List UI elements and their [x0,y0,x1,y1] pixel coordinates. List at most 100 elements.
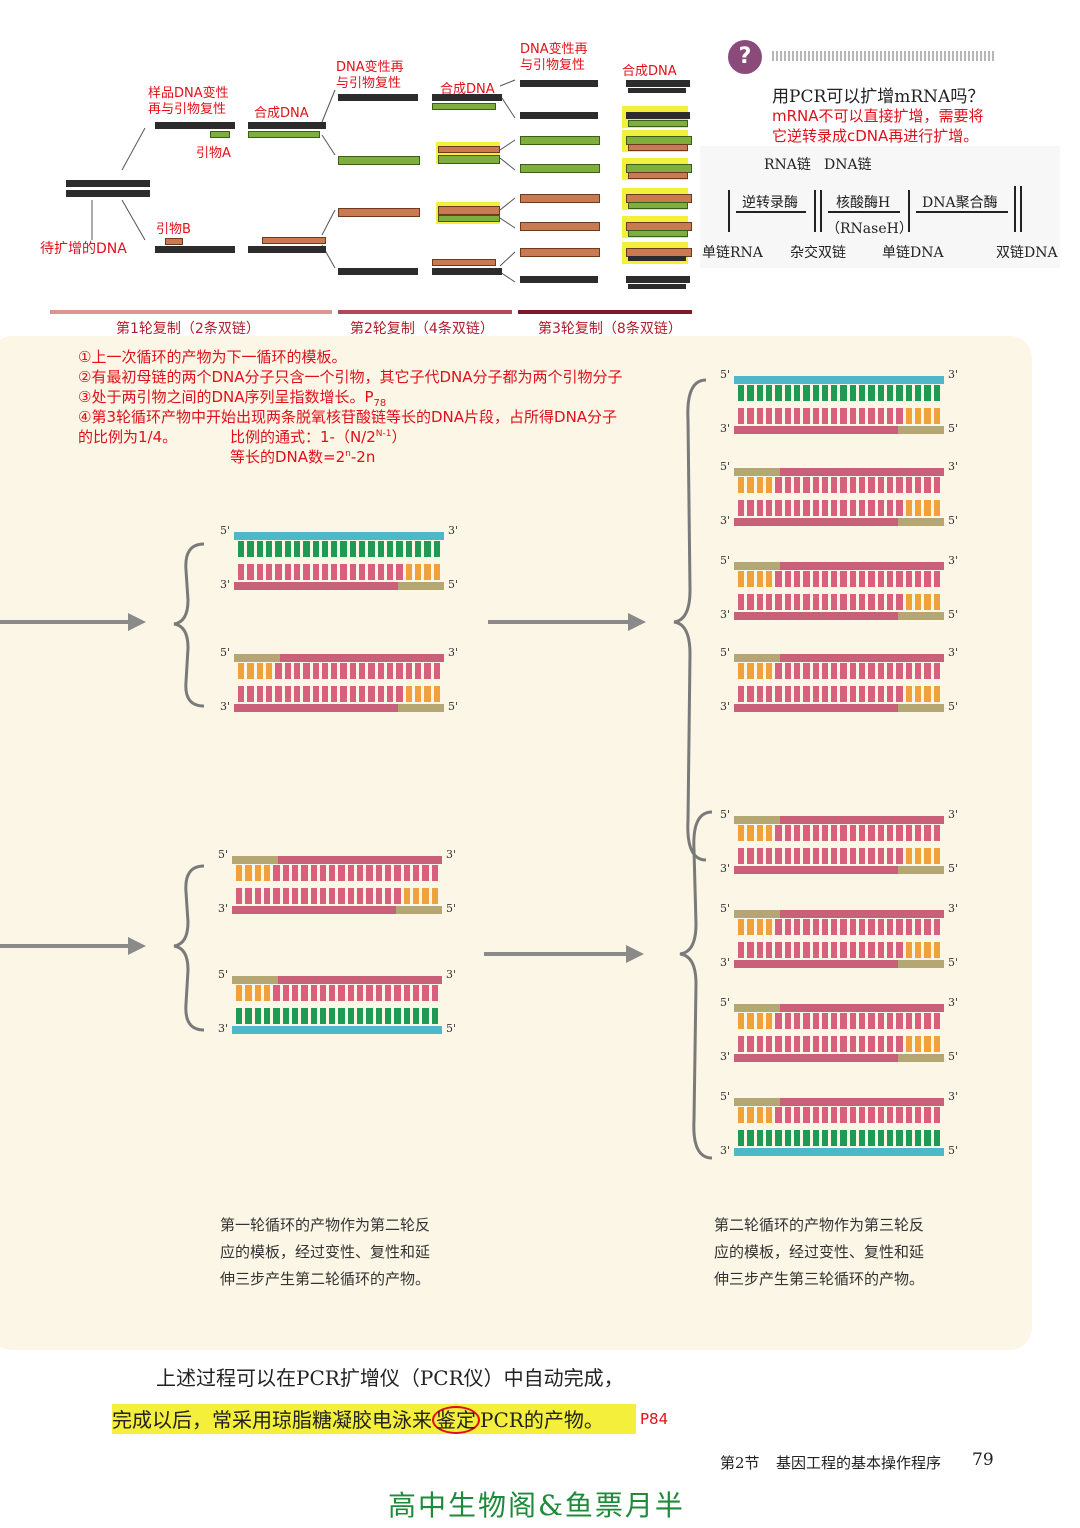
strand-end-label: 3' [446,848,457,861]
backbone [734,1098,944,1106]
r1-strand-a [155,122,235,129]
base-pairs [236,985,438,1001]
strand-end-label: 5' [948,514,959,527]
base-pairs [738,500,940,516]
strand-end-label: 5' [220,646,231,659]
template-strand-top [66,180,150,187]
note-2: ②有最初母链的两个DNA分子只含一个引物，其它子代DNA分子都为两个引物分子 [78,368,623,386]
r1-new-b [262,237,326,244]
r3-strand [520,222,600,231]
strand-end-label: 3' [218,1022,229,1035]
body-highlight [112,1404,636,1434]
r3-strand [520,248,600,257]
strand-end-label: 3' [720,700,731,713]
flow-bar-2 [814,190,816,232]
strand-end-label: 5' [948,700,959,713]
step1-label: 样品DNA变性再与引物复性 [148,86,229,117]
flow-bar-4 [908,190,910,232]
r3-new-strand [628,144,688,151]
arrow-cycle2-top [488,613,646,631]
r3-strand [520,136,600,145]
watermark: 高中生物阁&鱼票月半 [388,1489,685,1522]
note-3: ③处于两引物之间的DNA序列呈指数增长。P78 [78,388,387,409]
dna-molecule: 5'3'3'5' [218,848,456,918]
base-pairs [236,865,438,881]
base-pairs [738,919,940,935]
r3-strand [520,276,598,283]
base-pairs [738,1013,940,1029]
base-pairs [738,385,940,401]
r3-new-strand [628,120,688,127]
base-pairs [738,848,940,864]
strand-end-label: 5' [720,902,731,915]
pcr-tree-lines [91,79,516,283]
strand-end-label: 3' [218,902,229,915]
strand-end-label: 5' [948,1050,959,1063]
strand-end-label: 5' [720,808,731,821]
dna-molecule: 5'3'3'5' [218,968,456,1038]
legend-bar-2 [338,310,512,314]
strand-end-label: 3' [720,608,731,621]
question-text: 用PCR可以扩增mRNA吗？ [772,87,985,107]
r1-strand-b2 [248,246,326,253]
base-pairs [238,663,440,679]
r2-n1 [432,103,496,110]
strand-end-label: 3' [948,1090,959,1103]
r3-strand [520,194,600,203]
strand-end-label: 3' [720,956,731,969]
base-pairs [738,1036,940,1052]
flow-dna-strand: DNA链 [824,157,872,173]
template-label: 待扩增的DNA [40,241,127,257]
caption-left: 第一轮循环的产物作为第二轮反应的模板，经过变性、复性和延伸三步产生第二轮循环的产… [220,1216,431,1288]
primer-b-label: 引物B [156,222,191,237]
base-pairs [738,1107,940,1123]
backbone [232,856,442,864]
strand-end-label: 3' [720,422,731,435]
flow-ds-dna: 双链DNA [996,245,1058,261]
strand-end-label: 3' [720,862,731,875]
backbone [234,582,444,590]
step3-label: DNA变性再与引物复性 [520,42,588,73]
r3-strand [626,80,690,87]
backbone [734,1004,944,1012]
dna-molecule: 5'3'3'5' [220,646,458,716]
strand-end-label: 5' [948,608,959,621]
flow-arrow-1 [736,211,806,213]
strand-end-label: 5' [218,968,229,981]
note-1: ①上一次循环的产物为下一循环的模板。 [78,348,347,366]
strand-end-label: 5' [446,902,457,915]
step2-label: DNA变性再与引物复性 [336,60,404,91]
base-pairs [738,408,940,424]
footer-title: 基因工程的基本操作程序 [776,1454,942,1472]
backbone [734,960,944,968]
strand-end-label: 5' [720,1090,731,1103]
flow-step-rt: 逆转录酶 [742,195,798,211]
dna-molecule: 5'3'3'5' [720,1090,958,1160]
flow-ss-rna: 单链RNA [702,245,763,261]
r3-new-strand [628,256,686,261]
dna-molecule: 5'3'3'5' [220,524,458,594]
base-pairs [236,1008,438,1024]
backbone [234,654,444,662]
question-divider [772,51,996,61]
dna-molecule: 5'3'3'5' [720,554,958,624]
note-5b: 比例的通式：1-（N/2N-1） [230,428,407,446]
legend-round2: 第2轮复制（4条双链） [350,321,494,337]
backbone [734,866,944,874]
strand-end-label: 3' [720,1050,731,1063]
base-pairs [236,888,438,904]
backbone [234,532,444,540]
backbone [232,1026,442,1034]
strand-end-label: 5' [948,862,959,875]
flow-step-rnaseh-abbr: （RNaseH） [826,221,913,237]
flow-rna-strand: RNA链 [764,157,811,173]
backbone [734,612,944,620]
strand-end-label: 5' [720,554,731,567]
strand-end-label: 3' [948,996,959,1009]
strand-end-label: 5' [446,1022,457,1035]
note-6: 等长的DNA数=2n-2n [230,448,376,466]
note-5a: 的比例为1/4。 [78,428,178,446]
r2-s2b [438,155,500,164]
base-pairs [238,564,440,580]
